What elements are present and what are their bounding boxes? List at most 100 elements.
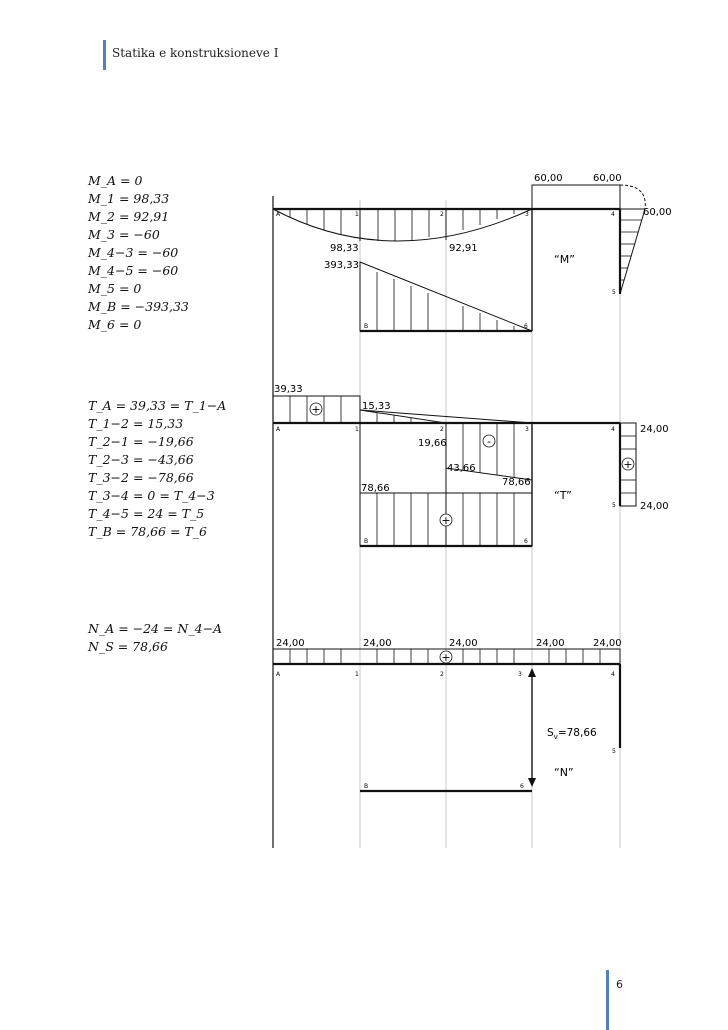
shear-plus-sign: + [439,513,453,527]
equation-line: M_4−5 = −60 [88,263,179,278]
node-label-a: A [276,671,281,678]
moment-diagram: A 1 2 3 4 5 B 6 60,00 60,00 60,00 98,33 … [272,173,672,333]
equation-line: T_2−1 = −19,66 [88,434,194,449]
moment-label-60-right: 60,00 [593,173,622,184]
node-label-5: 5 [612,748,616,755]
footer-accent-bar [606,970,609,1030]
normal-label-24: 24,00 [449,638,478,649]
arrow-up-icon [528,668,536,677]
shear-label-24-top: 24,00 [640,424,669,435]
normal-label-24: 24,00 [593,638,622,649]
node-label-a: A [276,426,281,433]
node-label-3: 3 [518,671,522,678]
moment-triangle-4-5 [619,208,646,295]
equation-line: M_A = 0 [88,173,143,188]
node-label-2: 2 [440,211,444,218]
shear-label-4366: 43,66 [447,463,476,474]
normal-equations: N_A = −24 = N_4−A N_S = 78,66 [88,620,222,656]
moment-hatch-column [620,219,642,281]
shear-label-1966: 19,66 [418,438,447,449]
equation-line: T_B = 78,66 = T_6 [88,524,207,539]
moment-hatch-beam [289,209,515,241]
svg-text:+: + [441,651,450,664]
equation-line: M_4−3 = −60 [88,245,179,260]
node-label-5: 5 [612,502,616,509]
equation-line: T_A = 39,33 = T_1−A [88,398,227,413]
node-label-4: 4 [611,671,615,678]
page-number: 6 [616,978,623,991]
node-label-2: 2 [440,671,444,678]
node-label-4: 4 [611,211,615,218]
shear-diagram-name: “T” [554,489,572,502]
node-label-3: 3 [525,426,529,433]
moment-equations: M_A = 0 M_1 = 98,33 M_2 = 92,91 M_3 = −6… [88,172,189,334]
moment-label-9291: 92,91 [449,243,478,254]
equation-line: M_3 = −60 [88,227,160,242]
shear-hatch-1-3 [376,413,515,477]
page-header-title: Statika e konstruksioneve I [112,46,279,60]
header-accent-bar [103,40,106,70]
equation-line: M_5 = 0 [88,281,142,296]
moment-rect-3-4 [531,184,621,210]
node-label-a: A [276,211,281,218]
equation-line: T_3−4 = 0 = T_4−3 [88,488,215,503]
equation-line: M_1 = 98,33 [88,191,170,206]
shear-hatch-a-1 [289,396,342,423]
shear-label-24-bottom: 24,00 [640,501,669,512]
node-label-4: 4 [611,426,615,433]
shear-minus-sign: - [482,434,496,448]
moment-parabola-beam [272,208,533,242]
moment-label-98: 98,33 [330,243,359,254]
shear-equations: T_A = 39,33 = T_1−A T_1−2 = 15,33 T_2−1 … [88,397,226,541]
normal-label-24: 24,00 [363,638,392,649]
shear-hatch-4-5 [620,435,636,494]
equation-line: M_6 = 0 [88,317,142,332]
moment-label-393: 393,33 [324,260,359,271]
normal-plus-sign: + [439,650,453,664]
equation-line: N_S = 78,66 [88,639,168,654]
equation-line: T_3−2 = −78,66 [88,470,194,485]
node-label-3: 3 [525,211,529,218]
equation-line: T_1−2 = 15,33 [88,416,184,431]
arrow-down-icon [528,778,536,787]
shear-label-1533: 15,33 [362,401,391,412]
svg-text:-: - [487,435,491,448]
node-label-b: B [364,538,368,545]
shear-diagram: A 1 2 3 4 5 B 6 + - + + 39,33 15,33 19,6… [272,384,669,548]
equation-line: T_2−3 = −43,66 [88,452,194,467]
node-label-6: 6 [520,783,524,790]
moment-diagram-name: “M” [554,253,575,266]
shear-block-1-3 [359,409,533,481]
normal-diagram: A 1 2 3 4 5 B 6 + 24,00 24,00 24,00 24,0… [272,638,622,793]
normal-hatch [289,649,601,664]
tie-force-label: Sv=78,66 [547,727,597,741]
normal-label-24: 24,00 [536,638,565,649]
node-label-2: 2 [440,426,444,433]
svg-text:+: + [311,403,320,416]
node-label-b: B [364,323,368,330]
equation-line: N_A = −24 = N_4−A [88,621,223,636]
moment-label-60-column: 60,00 [643,207,672,218]
shear-label-7866-right: 78,66 [502,477,531,488]
shear-hatch-b-6 [376,493,515,546]
node-label-6: 6 [524,323,528,330]
node-label-1: 1 [355,211,359,218]
shear-label-3933: 39,33 [274,384,303,395]
moment-hatch-lower [376,272,515,331]
equation-line: M_B = −393,33 [88,299,189,314]
svg-text:+: + [623,458,632,471]
node-label-b: B [364,783,368,790]
node-label-1: 1 [355,426,359,433]
node-label-5: 5 [612,289,616,296]
node-label-6: 6 [524,538,528,545]
normal-label-24: 24,00 [276,638,305,649]
normal-diagram-name: “N” [554,766,574,779]
node-label-1: 1 [355,671,359,678]
shear-plus-sign: + [309,402,323,416]
equation-line: M_2 = 92,91 [88,209,170,224]
moment-label-60-left: 60,00 [534,173,563,184]
shear-plus-sign: + [621,457,635,471]
shear-label-7866-left: 78,66 [361,483,390,494]
svg-text:+: + [441,514,450,527]
